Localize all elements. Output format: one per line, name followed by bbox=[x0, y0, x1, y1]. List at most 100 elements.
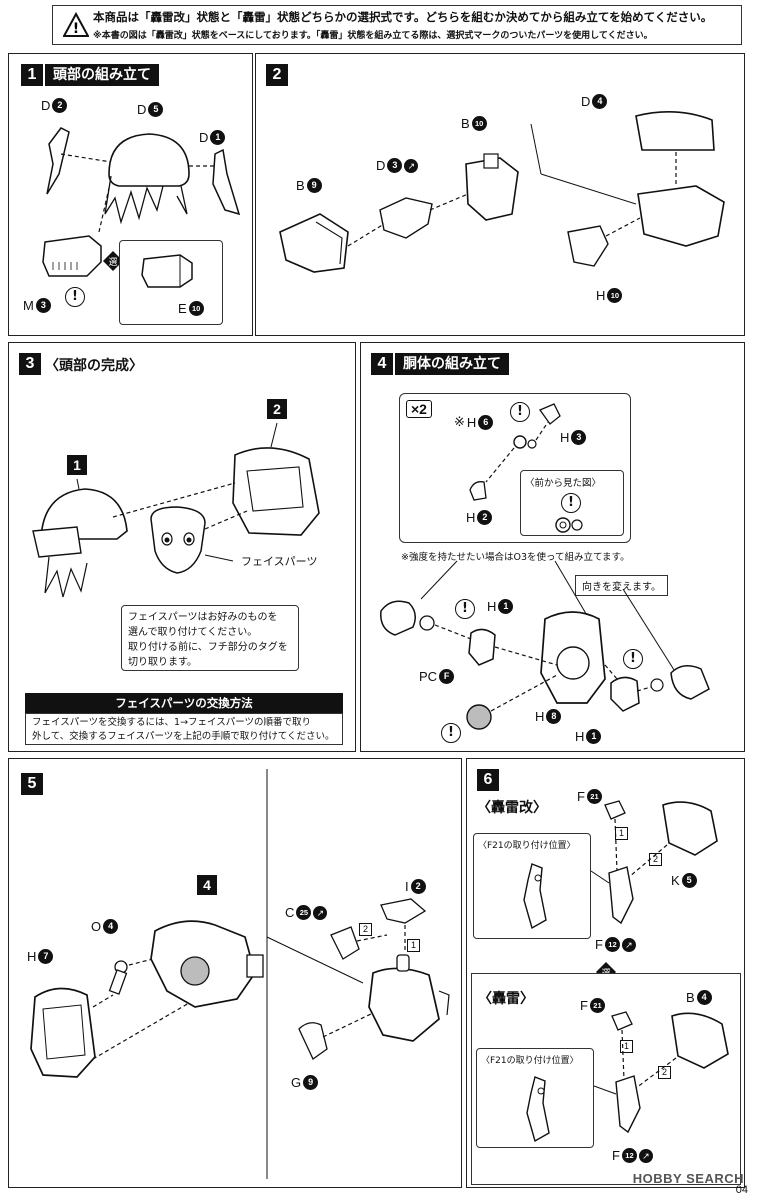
caution-icon: ! bbox=[510, 402, 530, 422]
step3-ref-1: 1 bbox=[67, 455, 87, 475]
notice-line-2: ※本書の図は「轟雷改」状態をベースにしております。「轟雷」状態を組み立てる際は、… bbox=[93, 31, 653, 41]
face-exchange-title: フェイスパーツの交換方法 bbox=[25, 693, 343, 713]
step6-number: 6 bbox=[477, 769, 499, 791]
strength-note: ※強度を持たせたい場合はO3を使って組み立てます。 bbox=[401, 552, 630, 563]
f21-position-label-kai: 〈F21の取り付け位置〉 bbox=[478, 841, 576, 851]
horn-part-drawing bbox=[526, 1076, 550, 1143]
step1-title: 頭部の組み立て bbox=[45, 64, 159, 86]
front-view-label: 〈前から見た図〉 bbox=[525, 478, 602, 489]
sequence-2: 2 bbox=[359, 923, 372, 936]
alternative-mark-icon: 選 bbox=[103, 251, 123, 271]
cut-mark-icon: ↗ bbox=[621, 937, 636, 952]
repeat-count-badge: ×2 bbox=[406, 400, 432, 418]
step1-number: 1 bbox=[21, 64, 43, 86]
chest-assembly-drawing bbox=[30, 769, 450, 1179]
front-view-joint-drawing bbox=[555, 517, 583, 533]
face-parts-note: フェイスパーツはお好みのものを 選んで取り付けてください。 取り付ける前に、フチ… bbox=[121, 605, 299, 671]
watermark-logo: HOBBY SEARCH bbox=[632, 1171, 744, 1186]
step6-kai-drawing bbox=[590, 800, 718, 925]
f21-position-box-kai: 〈F21の取り付け位置〉 bbox=[473, 833, 591, 939]
step3-ref-2: 2 bbox=[267, 399, 287, 419]
f21-position-box-rai: 〈F21の取り付け位置〉 bbox=[476, 1048, 594, 1148]
turn-direction-note: 向きを変えます。 bbox=[575, 575, 668, 596]
caution-icon: ! bbox=[623, 649, 643, 669]
notice-line-1: 本商品は「轟雷改」状態と「轟雷」状態どちらかの選択式です。どちらを組むか決めてか… bbox=[93, 10, 713, 24]
svg-text:!: ! bbox=[73, 21, 79, 37]
step6-rai-drawing bbox=[593, 1011, 729, 1134]
cut-mark-icon: ↗ bbox=[313, 905, 328, 920]
joint-parts-drawing bbox=[469, 403, 561, 501]
sequence-1: 1 bbox=[407, 939, 420, 952]
step3-title: 〈頭部の完成〉 bbox=[45, 358, 143, 374]
step5-number: 5 bbox=[21, 773, 43, 795]
step3-panel: 3 〈頭部の完成〉 1 2 フェイスパーツ フェイスパーツはお好みのものを 選ん… bbox=[8, 342, 356, 752]
svg-text:選: 選 bbox=[108, 257, 117, 268]
cut-mark-icon: ↗ bbox=[404, 158, 419, 173]
head-complete-drawing bbox=[32, 422, 320, 598]
notice-box: ! 本商品は「轟雷改」状態と「轟雷」状態どちらかの選択式です。どちらを組むか決め… bbox=[52, 5, 742, 45]
page-number: 04 bbox=[735, 1184, 748, 1196]
sequence-1-rai: 1 bbox=[620, 1040, 633, 1053]
cut-mark-icon: ↗ bbox=[638, 1148, 653, 1163]
head-helmet-drawing bbox=[46, 127, 241, 233]
alt-visor-drawing bbox=[141, 254, 193, 288]
step6-kai-title: 〈轟雷改〉 bbox=[477, 800, 547, 816]
step2-number: 2 bbox=[266, 64, 288, 86]
sequence-2-kai: 2 bbox=[649, 853, 662, 866]
caution-icon: ! bbox=[441, 723, 461, 743]
face-exchange-box: フェイスパーツを交換するには、1→フェイスパーツの順番で取り 外して、交換するフ… bbox=[25, 713, 343, 745]
horn-part-drawing bbox=[523, 863, 547, 930]
front-view-box: 〈前から見た図〉 ! bbox=[520, 470, 624, 536]
step3-number: 3 bbox=[19, 353, 41, 375]
caution-icon: ! bbox=[65, 287, 85, 307]
caution-icon: ! bbox=[561, 493, 581, 513]
step4-title: 胴体の組み立て bbox=[395, 353, 509, 375]
step5-ref-4: 4 bbox=[197, 875, 217, 895]
step6-panel: 6 〈轟雷改〉 F21 1 2 K5 F12↗ 〈F21の取り付け位置〉 選 〈… bbox=[466, 758, 745, 1188]
warning-icon: ! bbox=[63, 12, 89, 37]
visor-part-drawing bbox=[42, 235, 102, 277]
caution-icon: ! bbox=[455, 599, 475, 619]
step6-rai-title: 〈轟雷〉 bbox=[478, 991, 534, 1007]
f21-position-label-rai: 〈F21の取り付け位置〉 bbox=[481, 1056, 579, 1066]
head-shell-assembly-drawing bbox=[279, 111, 725, 273]
torso-assembly-drawing bbox=[380, 560, 710, 730]
step4-number: 4 bbox=[371, 353, 393, 375]
face-parts-label: フェイスパーツ bbox=[241, 555, 318, 568]
